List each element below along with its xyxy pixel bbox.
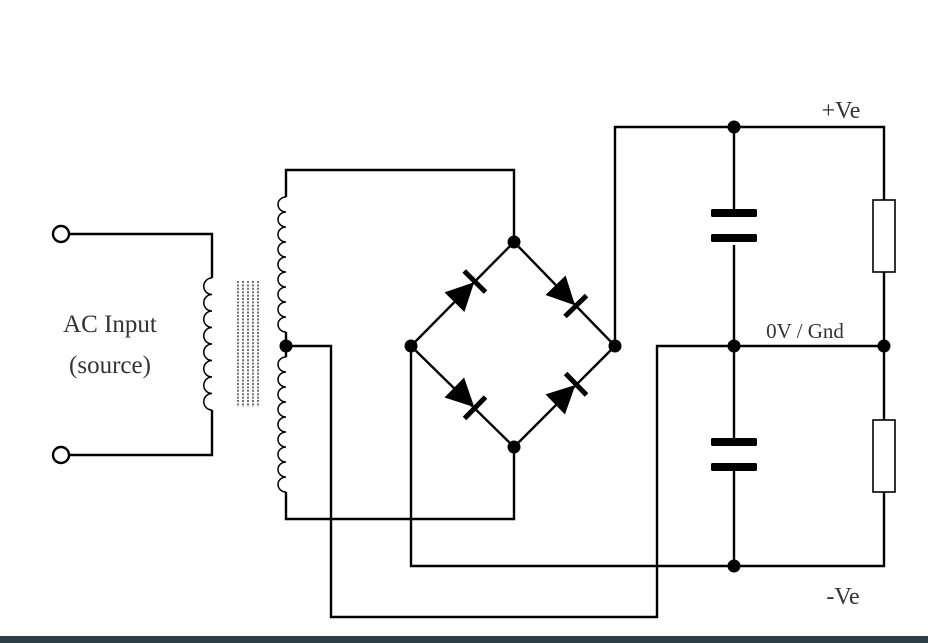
bridge-node-top [507, 235, 521, 249]
input-terminal-top [51, 224, 71, 244]
ground-resistor-junction [877, 339, 891, 353]
diode-upper-right [545, 275, 589, 319]
input-lead-top [70, 232, 214, 278]
secondary-top-lead [284, 168, 516, 242]
transformer-core [237, 281, 259, 407]
diode-lower-right [545, 371, 589, 415]
secondary-winding-upper [277, 196, 287, 333]
primary-winding [203, 277, 213, 411]
input-lead-bottom [70, 410, 214, 457]
center-tap-return [286, 344, 884, 619]
positive-rail [613, 125, 886, 346]
ground-rail-label: 0V / Gnd [766, 319, 844, 343]
resistor-upper [872, 199, 896, 273]
bridge-node-bottom [507, 440, 521, 454]
positive-rail-label: +Ve [822, 98, 861, 124]
input-terminal-bottom [51, 445, 71, 465]
diode-lower-left [444, 377, 488, 421]
negative-rail-label: -Ve [826, 584, 859, 610]
secondary-bottom-lead [284, 447, 516, 521]
resistor-lower [872, 419, 896, 493]
ac-input-label: AC Input [63, 311, 157, 338]
positive-rail-junction [727, 120, 741, 134]
secondary-winding-lower [277, 356, 287, 493]
source-label: (source) [69, 352, 151, 379]
diode-upper-left [444, 269, 488, 313]
transformer [203, 168, 516, 521]
capacitor-upper [711, 209, 757, 245]
ac-input-terminals [51, 224, 214, 465]
ground-rail-junction [727, 339, 741, 353]
capacitor-lower [711, 438, 757, 471]
bottom-border [0, 636, 928, 643]
negative-rail [409, 346, 886, 568]
bridge-rectifier [404, 235, 622, 454]
output-rails [286, 125, 886, 619]
negative-rail-junction [727, 559, 741, 573]
